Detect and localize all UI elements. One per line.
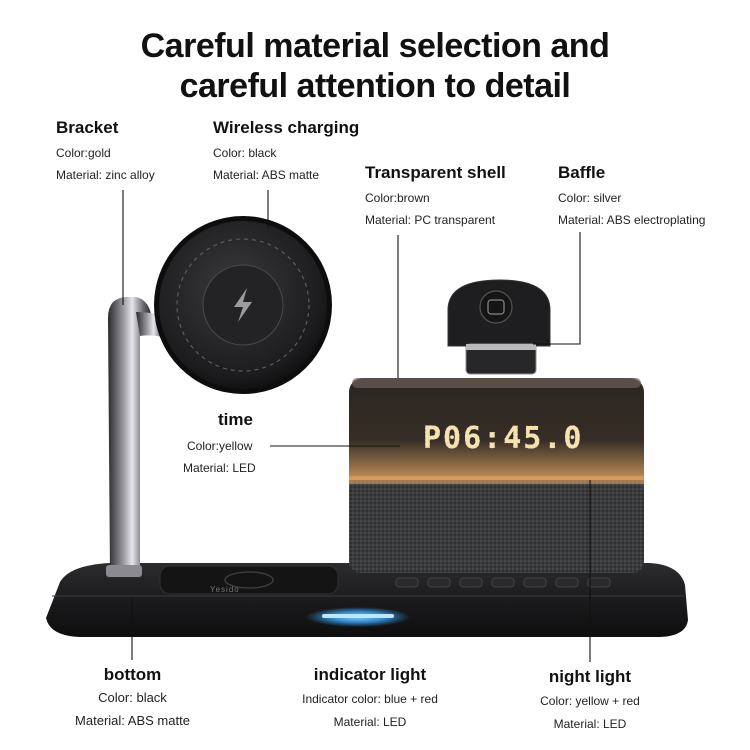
callout-lines (122, 190, 591, 662)
wireless-charging-pad (154, 216, 332, 394)
night-color: Color: yellow + red (540, 694, 640, 708)
clock-display: P06:45.0 (423, 421, 584, 456)
headline-line-2: careful attention to detail (179, 67, 571, 105)
lightning-icon (234, 288, 252, 322)
time-color: Color:yellow (187, 439, 253, 453)
bracket-color: Color:gold (56, 146, 111, 160)
shell-color: Color:brown (365, 191, 430, 205)
bottom-title: bottom (103, 665, 162, 684)
charging-base: Yesido (46, 563, 688, 637)
time-title: time (218, 410, 253, 429)
clock-body (349, 378, 644, 573)
bracket-title: Bracket (56, 118, 119, 137)
wireless-material: Material: ABS matte (213, 168, 320, 182)
brand-logo: Yesido (210, 585, 240, 594)
baffle-material: Material: ABS electroplating (558, 213, 706, 227)
indicator-color: Indicator color: blue + red (302, 692, 438, 706)
indicator-material: Material: LED (333, 715, 407, 729)
baffle-color: Color: silver (558, 191, 622, 205)
night-title: night light (548, 667, 632, 686)
headline-line-1: Careful material selection and (140, 27, 610, 65)
wireless-title: Wireless charging (213, 118, 360, 137)
time-material: Material: LED (183, 461, 256, 475)
bottom-material: Material: ABS matte (75, 713, 190, 728)
shell-material: Material: PC transparent (365, 213, 496, 227)
bottom-color: Color: black (98, 690, 167, 705)
wireless-color: Color: black (213, 146, 277, 160)
watch-charger (447, 279, 551, 375)
bracket-pole (106, 297, 168, 577)
shell-title: Transparent shell (365, 163, 506, 182)
indicator-title: indicator light (313, 665, 427, 684)
night-material: Material: LED (553, 717, 627, 731)
baffle-title: Baffle (558, 163, 606, 182)
bracket-material: Material: zinc alloy (56, 168, 155, 182)
